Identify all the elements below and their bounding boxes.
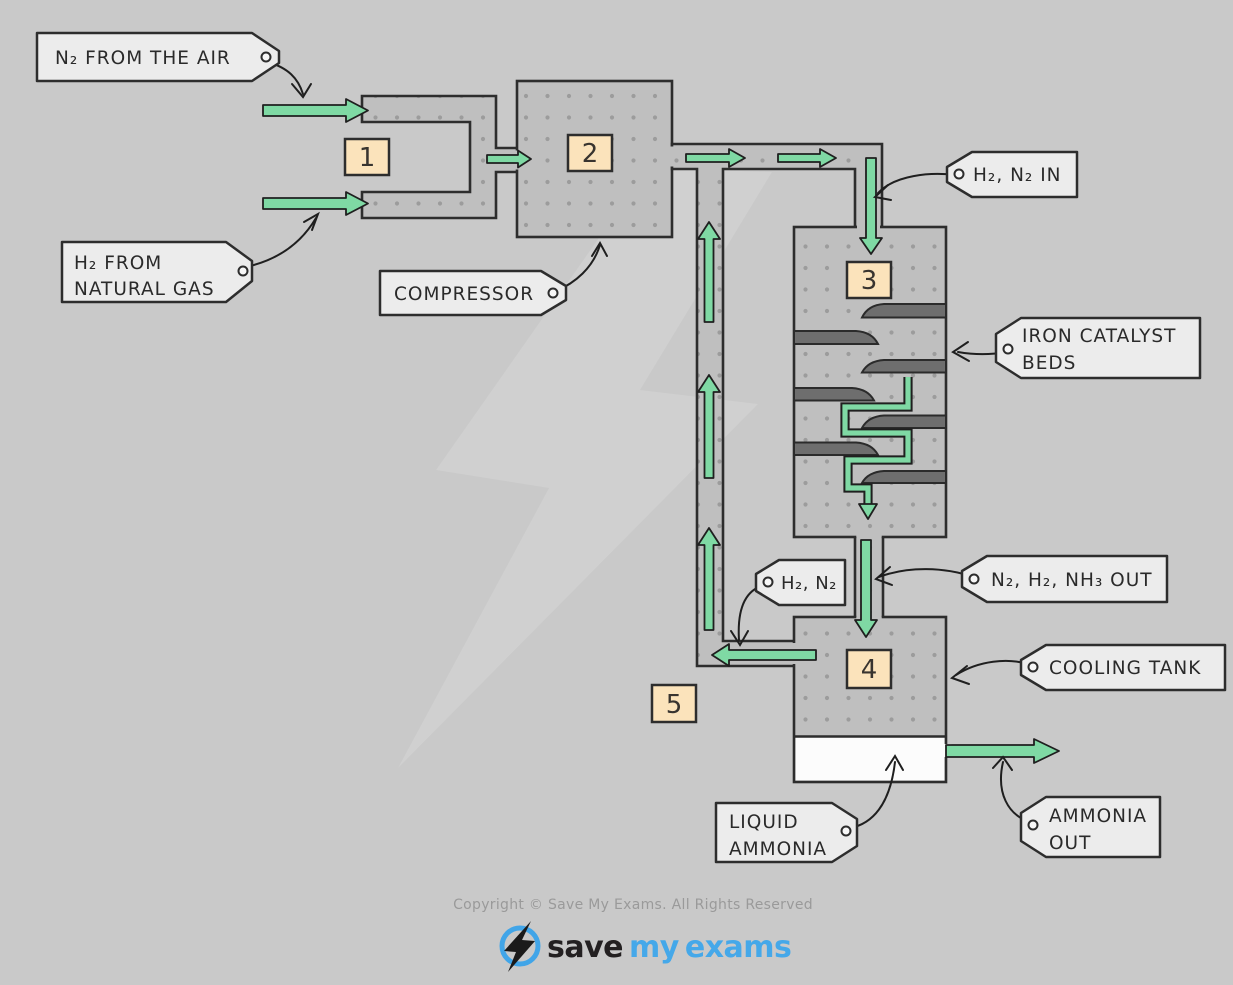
step-number-1: 1 bbox=[359, 143, 376, 173]
step-number-2: 2 bbox=[582, 139, 599, 169]
flow-arrows bbox=[262, 98, 1060, 764]
flow-arrow-outlet-2 bbox=[777, 148, 837, 168]
tag-h2-n2-in-label: H₂, N₂ IN bbox=[973, 165, 1062, 186]
lightning-bolt-icon bbox=[504, 921, 535, 972]
tag-compressor: COMPRESSOR bbox=[378, 269, 568, 317]
logo-circle-icon bbox=[499, 925, 541, 967]
flow-arrow-into-reactor bbox=[859, 157, 883, 255]
junction-patch bbox=[667, 146, 677, 167]
flow-arrow-recycle-up-2 bbox=[697, 374, 721, 479]
pointer-h2-n2-in bbox=[877, 172, 956, 194]
step-box-4 bbox=[845, 648, 893, 690]
pointer-h2-n2-in-head bbox=[872, 184, 892, 201]
tag-hole-icon bbox=[260, 51, 272, 63]
tag-hole-icon bbox=[547, 287, 559, 299]
logo-word-my: my bbox=[629, 930, 680, 965]
step-box-3 bbox=[845, 260, 893, 300]
flow-arrow-recycle-return bbox=[711, 643, 817, 667]
tag-h2-n2-in: H₂, N₂ IN bbox=[945, 150, 1079, 199]
pointer-out-mix-head bbox=[874, 566, 893, 586]
logo-word-exams: exams bbox=[685, 930, 792, 965]
tag-liquid-ammonia-line1: LIQUID bbox=[729, 812, 799, 833]
pointer-out-mix bbox=[878, 568, 974, 578]
step-box-1 bbox=[343, 137, 391, 177]
tag-ammonia-out: AMMONIA OUT bbox=[1019, 795, 1162, 859]
step-box-5 bbox=[650, 683, 698, 724]
tag-hole-icon bbox=[1002, 343, 1014, 355]
tag-h2-from-gas-line2: NATURAL GAS bbox=[74, 279, 215, 300]
flow-arrow-recycle-up-1 bbox=[697, 221, 721, 323]
copyright-text: Copyright © Save My Exams. All Rights Re… bbox=[453, 897, 813, 913]
watermark-bolt-icon bbox=[398, 168, 772, 768]
zigzag-flow bbox=[842, 377, 911, 506]
step-number-5: 5 bbox=[666, 690, 683, 720]
flow-arrow-to-tank bbox=[854, 539, 878, 638]
step-box-2 bbox=[566, 133, 614, 173]
tag-liquid-ammonia: LIQUID AMMONIA bbox=[714, 801, 859, 864]
tag-n2-h2-nh3-out-label: N₂, H₂, NH₃ OUT bbox=[991, 570, 1153, 591]
tag-hole-icon bbox=[968, 573, 980, 585]
tag-cooling-tank-label: COOLING TANK bbox=[1049, 658, 1201, 679]
tag-cooling-tank: COOLING TANK bbox=[1019, 643, 1227, 692]
inlet-manifold-pipe bbox=[360, 94, 520, 220]
flow-arrow-h2-in bbox=[262, 191, 369, 216]
pointer-n2-air-head bbox=[291, 83, 312, 99]
tag-h2-n2-recycle: H₂, N₂ bbox=[754, 558, 847, 607]
tag-hole-icon bbox=[1027, 819, 1039, 831]
pointer-h2-n2-recycle-head bbox=[730, 630, 749, 647]
pointer-catalyst-head bbox=[951, 341, 970, 362]
tag-hole-icon bbox=[953, 168, 965, 180]
tag-h2-from-gas-line1: H₂ FROM bbox=[74, 253, 162, 274]
pointer-liquid-ammonia-head bbox=[885, 754, 904, 771]
tag-ammonia-out-line1: AMMONIA bbox=[1049, 806, 1147, 827]
liquid-ammonia-pool bbox=[795, 737, 945, 781]
tag-hole-icon bbox=[1027, 661, 1039, 673]
tag-ammonia-out-line2: OUT bbox=[1049, 833, 1091, 854]
tag-n2-from-air: N₂ FROM THE AIR bbox=[35, 31, 281, 83]
pointer-compressor-head bbox=[591, 240, 608, 257]
pointer-h2-gas-head bbox=[303, 211, 320, 231]
pointer-cooling-tank-head bbox=[949, 665, 970, 685]
step-number-3: 3 bbox=[861, 266, 878, 296]
tag-hole-icon bbox=[762, 576, 774, 588]
tag-hole-icon bbox=[237, 265, 249, 277]
step-number-4: 4 bbox=[861, 655, 878, 685]
tag-iron-catalyst-line1: IRON CATALYST bbox=[1022, 326, 1176, 347]
zigzag-flow-arrowhead bbox=[858, 503, 878, 520]
iron-catalyst-beds bbox=[793, 303, 947, 484]
step-boxes: 1 2 3 4 5 bbox=[343, 133, 893, 724]
tag-compressor-label: COMPRESSOR bbox=[394, 284, 534, 305]
tag-h2-from-natural-gas: H₂ FROM NATURAL GAS bbox=[60, 240, 254, 304]
tag-iron-catalyst-beds: IRON CATALYST BEDS bbox=[994, 316, 1202, 380]
tag-liquid-ammonia-line2: AMMONIA bbox=[729, 839, 827, 860]
label-tags: N₂ FROM THE AIR H₂ FROM NATURAL GAS COMP… bbox=[35, 31, 1227, 864]
tag-h2-n2-recycle-label: H₂, N₂ bbox=[781, 573, 837, 594]
flow-arrow-outlet-1 bbox=[685, 148, 746, 168]
tag-n2-h2-nh3-out: N₂, H₂, NH₃ OUT bbox=[960, 554, 1169, 604]
tag-n2-from-air-label: N₂ FROM THE AIR bbox=[55, 48, 231, 69]
logo-word-save: save bbox=[547, 930, 623, 965]
pointer-ammonia-out-head bbox=[992, 755, 1013, 771]
flow-arrow-n2-in bbox=[262, 98, 369, 123]
flow-arrow-to-compressor bbox=[486, 149, 532, 169]
flow-arrow-ammonia-out bbox=[945, 738, 1060, 764]
flow-arrow-recycle-up-3 bbox=[697, 527, 721, 631]
tag-iron-catalyst-line2: BEDS bbox=[1022, 353, 1076, 374]
tag-hole-icon bbox=[840, 825, 852, 837]
pointer-h2-gas bbox=[249, 217, 317, 267]
